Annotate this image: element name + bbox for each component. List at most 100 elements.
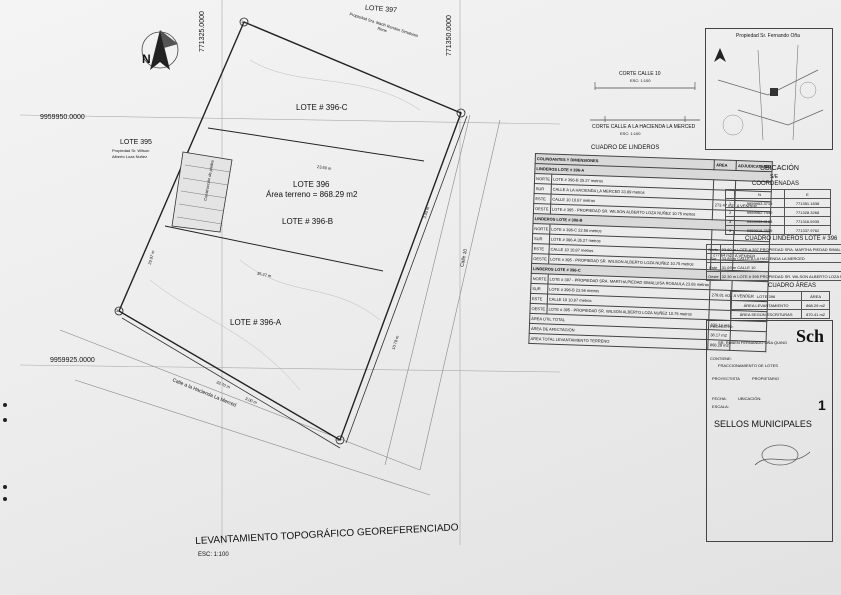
cell: ESTE xyxy=(531,243,550,255)
coord-x-label: 771350.0000 xyxy=(446,15,453,56)
cell: 32.30 m LOTE # 395 PROPIEDAD SR. WILSON … xyxy=(719,271,841,281)
contiene-value: FRACCIONAMIENTO DE LOTES xyxy=(718,363,778,368)
vertex-number: 3 xyxy=(116,308,119,313)
cell: SUR xyxy=(532,233,550,245)
cell: ÁREA SEGÚN ESCRITURAS xyxy=(729,309,803,319)
linderos-table: COLINDANTES Y DIMENSIONES ÁREA ADJUDICAT… xyxy=(528,153,773,352)
ubicacion-title: UBICACIÓN xyxy=(760,165,799,172)
cell: ESTE xyxy=(530,293,548,305)
location-map xyxy=(714,44,824,141)
vertex-number: 4 xyxy=(337,437,340,442)
cell: Oeste xyxy=(706,271,721,281)
linderos-title: CUADRO DE LINDEROS xyxy=(591,145,660,151)
road-sections-drawing xyxy=(590,82,700,122)
cell: 33.89 m CALLE A LA HACIENDA LA MERCED xyxy=(719,253,841,263)
lote-395-owner: Alberto Loza Nuñez xyxy=(112,154,148,159)
cell: 1 xyxy=(724,198,736,208)
punch-hole xyxy=(3,497,7,501)
cell: OESTE xyxy=(533,203,551,215)
sheet-number: 1 xyxy=(818,397,826,413)
lote-396a-label: LOTE # 396-A xyxy=(230,318,282,327)
lote-395-label: LOTE 395 xyxy=(120,139,152,146)
cell: 3 xyxy=(724,216,736,226)
company-logo: Sch xyxy=(796,326,825,346)
lote-396b-label: LOTE # 396-B xyxy=(282,217,334,226)
section-scale: ESC: 1:100 xyxy=(620,131,641,136)
table-header: E xyxy=(784,189,831,199)
ubicacion-scale: S/E xyxy=(770,174,779,180)
escala-label: ESCALA: xyxy=(712,404,729,409)
cell: 4 xyxy=(724,225,736,235)
lote-396-area: Área terreno = 868.29 m2 xyxy=(266,190,358,199)
cell: 23.60 m LOTE # 397 PROPIEDAD SRA. MARTHA… xyxy=(719,244,841,254)
linderos-396-title: CUADRO LINDEROS LOTE # 396 xyxy=(745,236,838,242)
coord-y-label: 9959925.0000 xyxy=(50,357,95,364)
cell: 9959918.7659 xyxy=(734,225,785,235)
lote-396c-label: LOTE # 396-C xyxy=(296,103,348,112)
cell: 9959962.7430 xyxy=(734,207,785,217)
cell: 771337.9762 xyxy=(784,225,831,235)
coord-x-label: 771325.0000 xyxy=(199,11,206,52)
cell: ÁREA LEVANTAMIENTO xyxy=(729,300,803,310)
lote-395-owner: Propiedad Sr. Wilson xyxy=(112,148,150,153)
cell: 2 xyxy=(724,207,736,217)
section-scale: ESC: 1:100 xyxy=(630,78,651,83)
punch-hole xyxy=(3,418,7,422)
table-header: ÁREA xyxy=(801,291,830,301)
coordinates-title: COORDENADAS xyxy=(752,181,800,187)
vertex-number: 1 xyxy=(241,19,244,24)
punch-hole xyxy=(3,403,7,407)
cell: NORTE xyxy=(534,173,552,185)
cell: ESTE xyxy=(533,193,552,205)
cell: SUR xyxy=(530,283,548,295)
cell: OESTE xyxy=(529,303,548,315)
cell: OESTE xyxy=(531,253,549,265)
proyectista-label: PROYECTISTA xyxy=(712,376,740,381)
cell: 31.69 m CALLE 10 xyxy=(719,262,841,272)
title-block-frame xyxy=(706,320,833,542)
cell: Este xyxy=(706,262,721,272)
vertex-number: 2 xyxy=(459,110,462,115)
cell: 870.41 m2 xyxy=(801,309,830,319)
proyecto-value: SR. RUBEN FERNANDO OÑA QUINO xyxy=(718,340,788,345)
fecha-label: FECHA: xyxy=(712,396,727,401)
propietario-label: PROPIETARIO xyxy=(752,376,780,381)
contiene-label: CONTIENE: xyxy=(710,356,732,361)
location-owner-title: Propiedad Sr. Fernando Oña xyxy=(736,33,800,39)
lote-396-label: LOTE 396 xyxy=(293,180,330,189)
north-arrow-icon: N xyxy=(142,52,151,66)
cell: 9959933.8183 xyxy=(734,216,785,226)
plan-scale: ESC: 1:100 xyxy=(198,552,229,558)
section-title: CORTE CALLE A LA HACIENDA LA MERCED xyxy=(592,124,696,130)
municipal-stamp xyxy=(754,444,811,466)
cell: 868.29 m2 xyxy=(801,300,830,310)
cell: SUR xyxy=(534,183,552,195)
cell: 771351.1838 xyxy=(784,198,831,208)
section-title: CORTE CALLE 10 xyxy=(619,71,661,77)
ubicacion-label: UBICACIÓN: xyxy=(738,396,762,401)
cell: NORTE xyxy=(532,223,550,235)
table-header: N xyxy=(734,189,785,199)
sellos-municipales: SELLOS MUNICIPALES xyxy=(714,419,812,429)
cell: NORTE xyxy=(530,273,549,285)
cell: Norte xyxy=(706,244,721,254)
location-map-frame xyxy=(705,28,833,150)
proyecto-label: PROYECTO: xyxy=(710,324,734,329)
cell: 771316.5935 xyxy=(784,216,831,226)
punch-hole xyxy=(3,485,7,489)
coord-y-label: 9959950.0000 xyxy=(40,114,85,121)
cell: Sur xyxy=(706,253,721,263)
